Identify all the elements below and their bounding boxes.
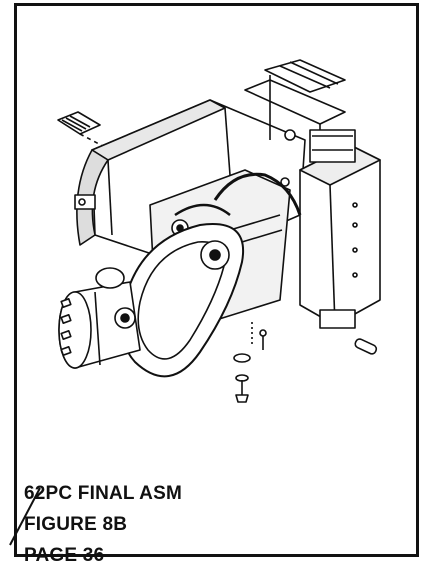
- fasteners: [233, 322, 378, 403]
- caption-title: 62PC FINAL ASM: [24, 483, 182, 504]
- motor: [58, 267, 141, 369]
- figure-caption: 62PC FINAL ASM FIGURE 8B PAGE 36: [24, 478, 182, 571]
- caption-page: PAGE 36: [24, 545, 105, 566]
- leader-line: [9, 487, 41, 546]
- label-card: [57, 111, 121, 156]
- control-box: [299, 129, 381, 329]
- figure-frame: [14, 3, 419, 557]
- caption-figure: FIGURE 8B: [24, 514, 128, 535]
- drive-belt: [120, 223, 245, 378]
